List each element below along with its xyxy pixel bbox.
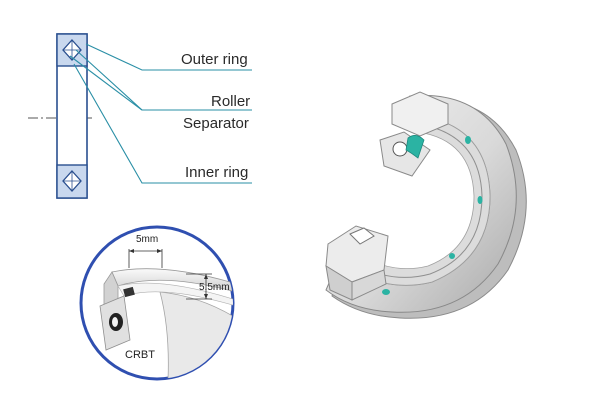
leader-separator [69, 55, 143, 111]
label-roller: Roller [211, 93, 251, 110]
dimension-height: 5.5mm [199, 282, 230, 293]
detail-model-label: CRBT [125, 349, 155, 361]
leader-outer-ring [85, 43, 252, 71]
dimension-width: 5mm [136, 234, 159, 245]
detail-view [79, 225, 235, 381]
roller [392, 141, 408, 157]
cross-section [28, 33, 94, 199]
label-inner-ring: Inner ring [185, 164, 249, 181]
label-separator: Separator [183, 115, 249, 132]
separator-accent [405, 135, 425, 159]
leader-inner-ring [73, 63, 252, 184]
bearing-3d [325, 91, 527, 319]
leader-lines [69, 43, 252, 184]
label-outer-ring: Outer ring [181, 51, 248, 68]
